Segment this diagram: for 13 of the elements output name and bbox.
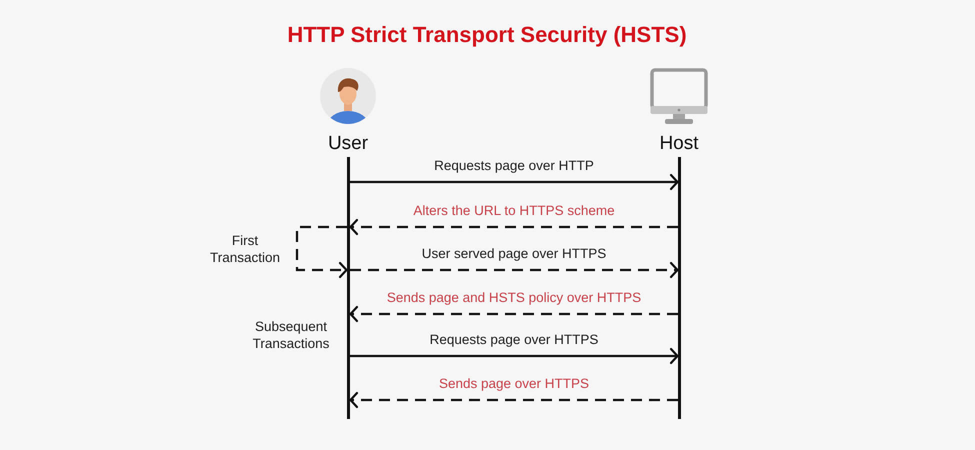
lifeline	[678, 157, 681, 419]
lifeline	[347, 157, 350, 419]
participant-label: User	[328, 133, 368, 155]
title: HTTP Strict Transport Security (HSTS)	[287, 22, 687, 48]
message-arrow	[349, 392, 678, 408]
participant-label: Host	[659, 133, 699, 155]
message-arrow	[349, 306, 678, 322]
message-arrow	[350, 348, 679, 364]
side-note: Subsequent Transactions	[252, 318, 330, 352]
message-arrow	[350, 262, 679, 278]
message-arrow	[349, 218, 678, 236]
message-arrow	[350, 174, 679, 190]
loop-arrow	[296, 226, 348, 278]
